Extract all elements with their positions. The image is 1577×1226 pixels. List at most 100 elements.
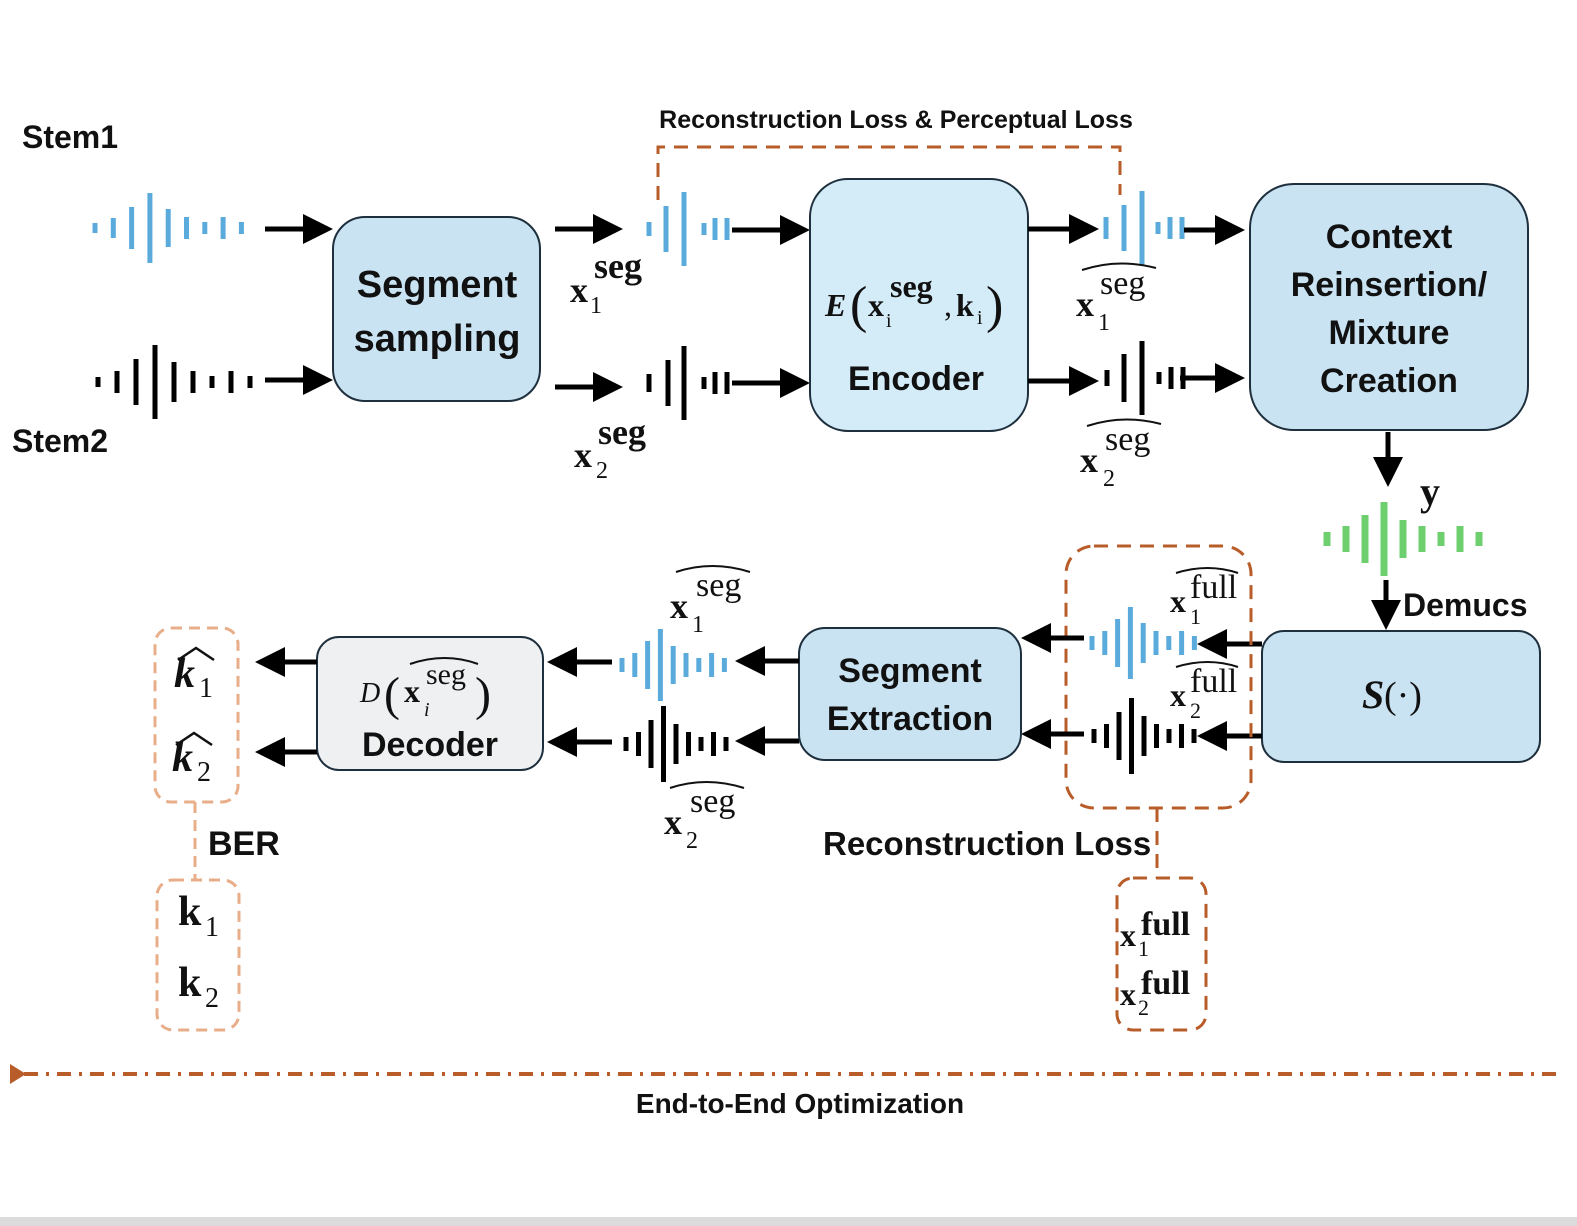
k2-hat-symbol: k 2 [172,731,213,788]
waveform-bar [696,658,702,672]
svg-text:1: 1 [692,612,704,638]
waveform-bar [1104,370,1110,386]
x1-seg-waveform-icon [646,192,730,266]
svg-text:2: 2 [1103,466,1115,492]
end-to-end-label: End-to-End Optimization [636,1088,964,1119]
x1-full-hat-symbol: x 1 full [1170,567,1239,629]
segment-sampling-label-2: sampling [354,318,521,360]
waveform-bar [1168,367,1174,389]
svg-text:k: k [178,960,202,1006]
svg-text:(: ( [384,668,400,721]
svg-text:x: x [1120,917,1136,953]
waveform-bar [1115,619,1121,667]
bottom-loss-label: Reconstruction Loss [823,825,1151,862]
waveform-bar [184,217,189,239]
svg-text:full: full [1190,569,1237,606]
waveform-bar [1121,205,1127,251]
waveform-bar [657,629,663,701]
waveform-bar [1139,341,1145,415]
separator-arg: (·) [1384,675,1422,717]
svg-text:seg: seg [690,783,735,820]
encoder-block[interactable]: E ( x i seg , k i ) Encoder [809,178,1029,432]
svg-text:full: full [1141,965,1190,1002]
svg-text:k: k [956,287,974,323]
encoder-box[interactable] [809,178,1029,432]
waveform-bar [636,732,641,756]
x2-seg-hat-waveform-icon [1104,341,1186,415]
waveform-bar [1380,502,1388,576]
svg-text:x: x [1170,583,1186,619]
x1-full-hat-waveform-icon [1089,607,1197,679]
waveform-bar [114,371,120,393]
context-label-1: Context [1326,218,1453,256]
waveform-bar [1437,532,1445,546]
segment-extraction-box[interactable] [798,627,1022,761]
separator-block[interactable]: S (·) [1261,630,1541,763]
x2-seg-hat-extracted-waveform-icon [623,706,729,782]
svg-text:x: x [570,270,588,310]
svg-text:seg: seg [426,658,466,691]
svg-text:k: k [178,889,202,935]
svg-text:k: k [174,651,195,697]
segment-extraction-label-1: Segment [838,652,982,690]
context-label-4: Creation [1320,362,1458,400]
waveform-bar [665,360,671,406]
waveform-bar [711,732,716,756]
waveform-bar [202,222,208,234]
segment-sampling-block[interactable]: Segment sampling [332,216,541,402]
svg-text:full: full [1141,906,1190,943]
svg-text:): ) [986,277,1003,334]
waveform-bar [165,209,171,247]
svg-text:i: i [977,307,983,329]
svg-text:1: 1 [199,673,213,704]
svg-text:k: k [172,735,193,781]
waveform-bar [721,658,727,672]
svg-text:seg: seg [594,246,642,286]
waveform-bar [1418,526,1426,552]
waveform-bar [247,376,253,388]
segment-sampling-box[interactable] [332,216,541,402]
waveform-bar [1179,217,1185,239]
encoder-label: Encoder [848,360,984,398]
waveform-bar [1166,729,1172,743]
segment-sampling-label-1: Segment [357,264,518,306]
stem2-waveform-icon [95,345,253,419]
x1-seg-hat-waveform-icon [1103,191,1185,265]
svg-text:2: 2 [1138,995,1149,1020]
svg-text:x: x [1120,976,1136,1012]
context-label-2: Reinsertion/ [1291,266,1488,304]
svg-text:x: x [868,287,884,323]
waveform-bar [1116,712,1122,760]
demucs-label: Demucs [1403,587,1528,623]
waveform-bar [1167,217,1173,239]
context-reinsertion-box[interactable] [1249,183,1529,431]
k2-symbol: k 2 [178,960,219,1014]
separator-box[interactable] [1261,630,1541,763]
bottom-border [0,1217,1577,1226]
segment-extraction-block[interactable]: Segment Extraction [798,627,1022,761]
waveform-bar [209,376,215,388]
svg-text:x: x [1080,440,1098,480]
x1-seg-hat-symbol: x 1 seg [1076,262,1157,336]
decoder-box[interactable] [316,636,544,771]
waveform-bar [129,207,135,249]
waveform-bar [1091,729,1097,743]
svg-text:(: ( [850,277,867,334]
svg-text:seg: seg [696,567,741,604]
context-reinsertion-block[interactable]: Context Reinsertion/ Mixture Creation [1249,183,1529,431]
x2-seg-waveform-icon [646,346,730,420]
top-loss-bracket [656,145,1122,200]
svg-text:D: D [359,678,380,709]
waveform-bar [152,345,158,419]
decoded-keys-region [153,626,240,804]
waveform-bar [712,218,718,240]
svg-text:seg: seg [1100,265,1145,302]
waveform-bar [1179,724,1184,748]
waveform-bar [681,192,687,266]
decoder-block[interactable]: D ( x i seg ) Decoder [316,636,544,771]
svg-text:1: 1 [1138,936,1149,961]
encoder-formula: E ( x i seg , k i ) [824,268,1003,334]
waveform-bar [1129,698,1134,774]
waveform-bar [646,374,652,392]
